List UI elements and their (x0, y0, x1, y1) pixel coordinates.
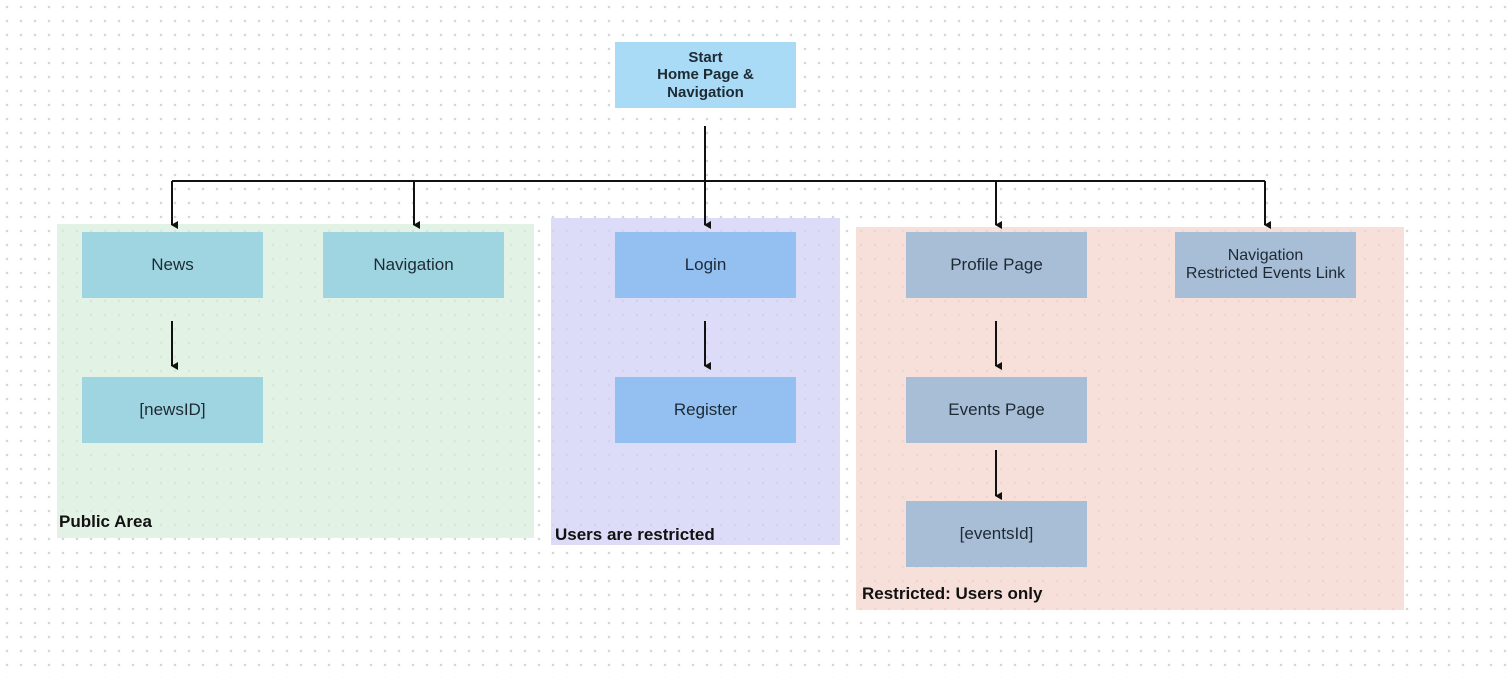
navigation-restricted-line-2: Restricted Events Link (1185, 265, 1346, 282)
login-node[interactable]: Login (615, 232, 796, 298)
events-page-node[interactable]: Events Page (906, 377, 1087, 443)
users-restricted-label: Users are restricted (555, 525, 715, 544)
news-id-node[interactable]: [newsID] (82, 377, 263, 443)
start-node[interactable]: Start Home Page & Navigation (615, 42, 796, 108)
news-node-label: News (151, 255, 194, 274)
profile-page-node[interactable]: Profile Page (906, 232, 1087, 298)
public-area-label: Public Area (59, 512, 152, 531)
navigation-node[interactable]: Navigation (323, 232, 504, 298)
navigation-restricted-node[interactable]: Navigation Restricted Events Link (1175, 232, 1356, 298)
start-node-line-1: Start (688, 49, 723, 67)
events-page-node-label: Events Page (948, 400, 1045, 419)
register-node-label: Register (673, 400, 738, 419)
login-node-label: Login (684, 255, 727, 274)
news-id-node-label: [newsID] (139, 400, 206, 419)
restricted-users-only-label: Restricted: Users only (862, 584, 1043, 603)
events-id-node-label: [eventsId] (959, 524, 1034, 543)
start-node-line-2: Home Page & (657, 66, 754, 84)
navigation-node-label: Navigation (373, 255, 454, 274)
register-node[interactable]: Register (615, 377, 796, 443)
navigation-restricted-line-1: Navigation (1227, 246, 1304, 264)
start-node-line-3: Navigation (667, 83, 744, 101)
events-id-node[interactable]: [eventsId] (906, 501, 1087, 567)
profile-page-node-label: Profile Page (950, 255, 1043, 274)
news-node[interactable]: News (82, 232, 263, 298)
